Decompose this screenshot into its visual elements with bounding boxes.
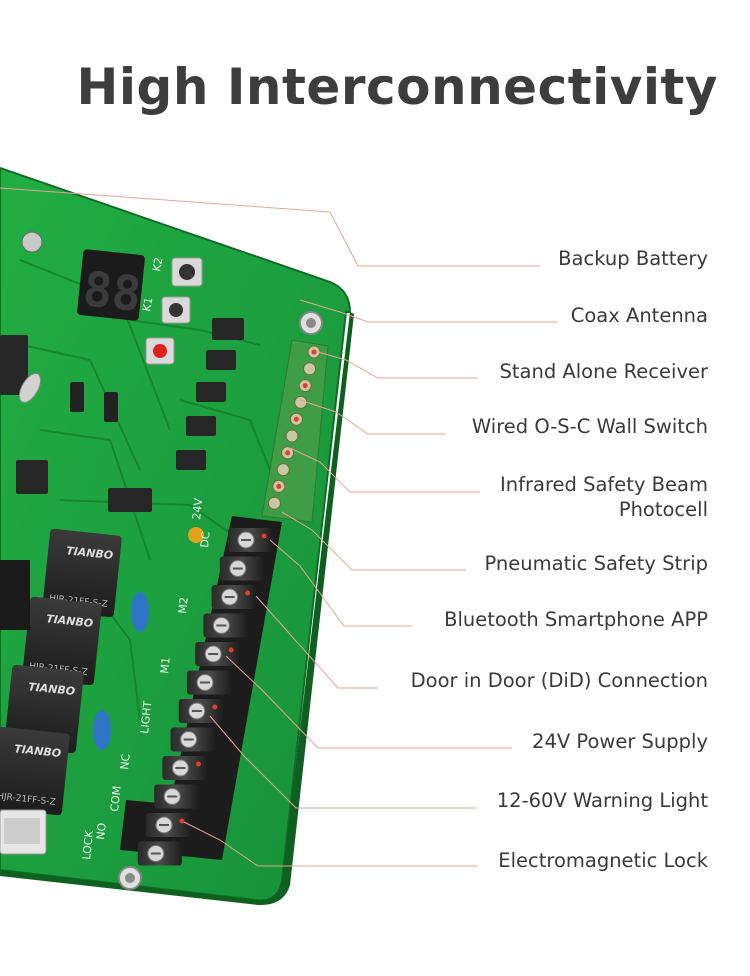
crystal xyxy=(18,373,42,403)
fuse-holders xyxy=(0,560,47,855)
relay-brand-label: TIANBO xyxy=(46,612,94,630)
callout-line: Backup Battery xyxy=(558,247,708,270)
terminal-marker-dot xyxy=(302,383,308,389)
push-buttons xyxy=(145,257,203,365)
relay-4: TIANBO HJR-21FF-S-Z xyxy=(0,726,70,816)
silkscreen-label: LIGHT xyxy=(138,700,154,734)
terminal-marker-dot xyxy=(311,349,317,355)
leader-line-power-supply xyxy=(225,655,512,749)
callout-wired-osc-wall-switch: Wired O-S-C Wall Switch xyxy=(472,414,708,439)
green-terminal-screw xyxy=(294,395,308,409)
callout-line: Door in Door (DiD) Connection xyxy=(410,669,708,692)
terminal-marker-dot xyxy=(228,647,234,653)
blue-capacitor-1 xyxy=(131,592,149,632)
leader-line-infrared-safety-beam xyxy=(289,447,480,493)
leader-line-coax-antenna xyxy=(299,299,558,323)
leader-line-warning-light xyxy=(209,715,476,809)
display-digits: 88 xyxy=(80,261,143,323)
green-terminal-block xyxy=(261,339,329,523)
leader-line-electromagnetic-lock xyxy=(183,821,478,867)
terminal-marker-dot xyxy=(179,818,185,824)
green-terminal-screw xyxy=(285,429,299,443)
leader-line-door-in-door xyxy=(255,595,378,689)
callout-bluetooth-app: Bluetooth Smartphone APP xyxy=(444,607,708,632)
terminal-marker-dot xyxy=(195,761,201,767)
leader-line-bluetooth-app xyxy=(269,539,412,627)
callout-line: Photocell xyxy=(618,498,708,521)
silkscreen-label: K2 xyxy=(150,256,165,272)
terminal-marker-dot xyxy=(293,416,299,422)
yellow-capacitor xyxy=(188,527,204,543)
green-terminal-screw xyxy=(267,496,281,510)
callout-coax-antenna: Coax Antenna xyxy=(571,303,708,328)
silkscreen-label: K1 xyxy=(140,296,155,312)
leader-line-stand-alone-receiver xyxy=(317,351,478,379)
callout-line: Infrared Safety Beam xyxy=(500,473,708,496)
callout-line: Bluetooth Smartphone APP xyxy=(444,608,708,631)
seven-segment-display: 88 xyxy=(77,249,145,323)
silkscreen-label: NC xyxy=(118,753,133,770)
relay-brand-label: TIANBO xyxy=(14,742,62,760)
silkscreen-label: M1 xyxy=(158,657,173,675)
callout-backup-battery: Backup Battery xyxy=(558,246,708,271)
leader-lines xyxy=(0,187,558,867)
blue-capacitor-2 xyxy=(93,710,111,750)
terminal-marker-dot xyxy=(285,450,291,456)
callout-line: Pneumatic Safety Strip xyxy=(484,552,708,575)
ic-chips xyxy=(0,318,244,512)
electrolytic-capacitor xyxy=(21,231,43,253)
terminal-marker-dot xyxy=(276,483,282,489)
callout-line: Coax Antenna xyxy=(570,304,708,327)
leader-line-wired-osc-wall-switch xyxy=(299,399,446,435)
terminal-marker-dot xyxy=(261,533,267,539)
callout-line: Wired O-S-C Wall Switch xyxy=(471,415,708,438)
callout-line: 12-60V Warning Light xyxy=(496,789,708,812)
page-title: High Interconnectivity xyxy=(76,58,718,116)
terminal-marker-dot xyxy=(212,704,218,710)
callout-line: Stand Alone Receiver xyxy=(499,360,708,383)
green-terminal-screw xyxy=(303,362,317,376)
callout-electromagnetic-lock: Electromagnetic Lock xyxy=(498,848,708,873)
green-terminal-screw xyxy=(276,463,290,477)
silkscreen-label: COM xyxy=(108,785,124,812)
silkscreen-label: LOCK xyxy=(80,829,96,860)
black-terminal-block xyxy=(120,516,282,866)
leader-line-pneumatic-safety-strip xyxy=(281,511,466,571)
silkscreen-label: M2 xyxy=(176,597,191,615)
callout-line: Electromagnetic Lock xyxy=(498,849,708,872)
silkscreen-label: 24V xyxy=(190,497,205,520)
relay-brand-label: TIANBO xyxy=(66,544,114,562)
callout-stand-alone-receiver: Stand Alone Receiver xyxy=(499,359,708,384)
terminal-marker-dot xyxy=(245,590,251,596)
silkscreen-label: NO xyxy=(94,822,109,840)
jumpers xyxy=(70,382,118,422)
callout-warning-light: 12-60V Warning Light xyxy=(497,788,708,813)
pcb-board xyxy=(0,166,352,902)
callout-power-supply: 24V Power Supply xyxy=(532,729,708,754)
callout-line: 24V Power Supply xyxy=(532,730,708,753)
leader-line-backup-battery xyxy=(0,187,540,267)
callout-pneumatic-safety-strip: Pneumatic Safety Strip xyxy=(485,551,708,576)
mounting-holes xyxy=(118,311,323,890)
relay-brand-label: TIANBO xyxy=(28,680,76,698)
silkscreen-label: DC xyxy=(198,531,213,549)
callout-door-in-door: Door in Door (DiD) Connection xyxy=(411,668,708,693)
